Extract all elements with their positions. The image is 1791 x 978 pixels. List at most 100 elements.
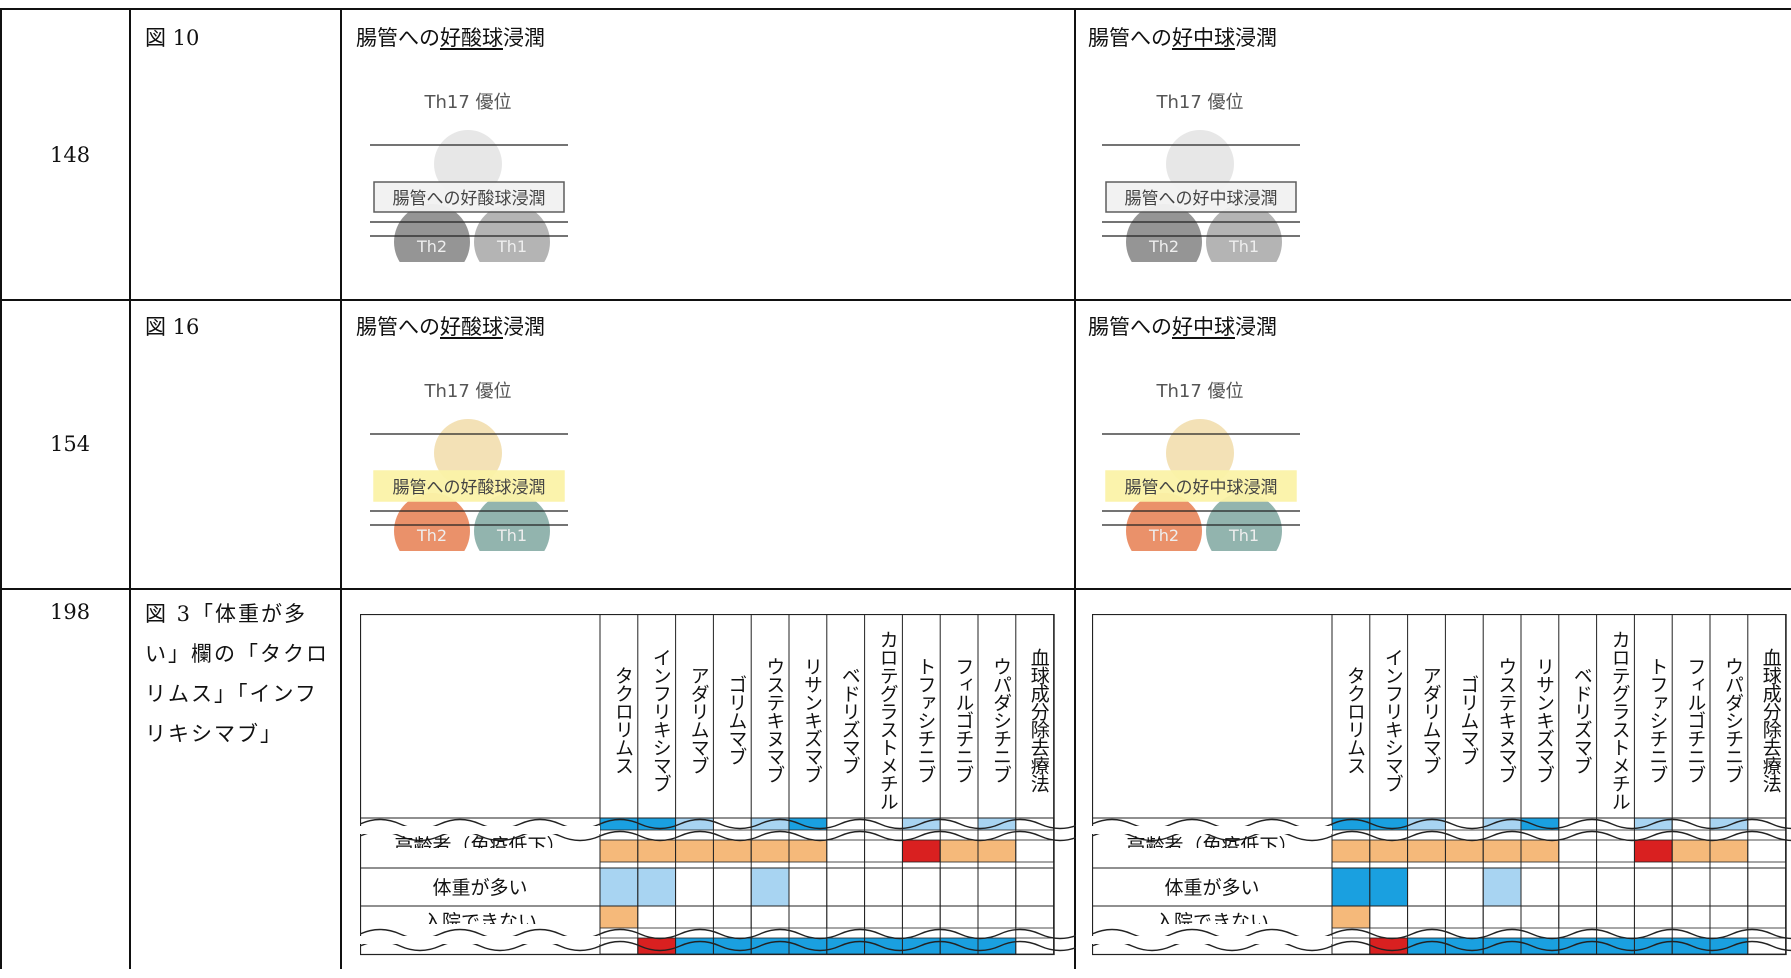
grid-line: [340, 8, 342, 969]
th17-circle: [1166, 130, 1234, 198]
label-box: [1105, 470, 1297, 502]
cell-elderly: [750, 839, 790, 863]
cell-hospital: [977, 905, 1017, 929]
row-label: 高齢者（免疫低下）: [1126, 836, 1298, 848]
cell-bottom_strip: [1482, 937, 1522, 955]
page-number: 154: [50, 432, 91, 456]
cell-elderly: [1634, 839, 1673, 863]
cell-hospital: [788, 905, 828, 929]
cell-hospital: [1634, 905, 1673, 929]
th2-circle: [394, 204, 470, 262]
column-header: インフリキシマブ: [1381, 648, 1404, 792]
row-label: 高齢者（免疫低下）: [394, 836, 566, 848]
grid-line: [0, 299, 1791, 301]
th2-circle: [394, 493, 470, 551]
cell-weight: [1634, 867, 1673, 907]
cell-elderly: [1747, 839, 1786, 863]
cell-elderly: [1709, 839, 1749, 863]
cell-elderly: [864, 839, 903, 863]
cell-hospital: [1369, 905, 1408, 929]
cell-bottom_strip: [1747, 937, 1786, 955]
cell-hospital: [1407, 905, 1446, 929]
row-label: 入院できない: [1154, 912, 1269, 924]
cut-line: [360, 928, 1076, 940]
cell-hospital: [826, 905, 865, 929]
grid-line: [0, 588, 1791, 590]
box-label: 腸管への好中球浸潤: [1125, 478, 1278, 498]
cell-hospital: [675, 905, 714, 929]
box-label: 腸管への好酸球浸潤: [393, 478, 546, 498]
label-box: [1105, 181, 1297, 213]
cut-line: [1092, 818, 1791, 830]
cell-elderly: [675, 839, 714, 863]
cell-weight: [599, 867, 639, 907]
box-label: 腸管への好中球浸潤: [1125, 189, 1278, 209]
th1-circle: [474, 493, 550, 551]
column-header: リサンキズマブ: [1533, 657, 1555, 783]
cell-elderly: [1369, 839, 1408, 863]
figure-ref: 図 16: [145, 315, 200, 339]
cut-gap: [360, 936, 600, 944]
cell-weight: [1407, 867, 1446, 907]
cell-elderly: [977, 839, 1017, 863]
cut-line: [1092, 940, 1791, 952]
th2-circle: [1126, 204, 1202, 262]
cell-weight: [977, 867, 1017, 907]
th2-label: Th2: [416, 237, 447, 256]
cell-weight: [788, 867, 828, 907]
cut-line: [360, 830, 1076, 842]
cell-bottom_strip: [750, 937, 790, 955]
page-number: 198: [50, 600, 91, 624]
column-header: ウステキヌマブ: [1495, 657, 1518, 783]
cell-weight: [675, 867, 714, 907]
th1-circle: [1206, 493, 1282, 551]
cell-bottom_strip: [637, 937, 676, 955]
cell-bottom_strip: [1369, 937, 1408, 955]
cell-weight: [1482, 867, 1522, 907]
table-lines: [360, 614, 1076, 956]
cell-hospital: [599, 905, 639, 929]
column-header: アダリムマブ: [1419, 666, 1442, 774]
cell-weight: [939, 867, 979, 907]
th1-label: Th1: [496, 237, 527, 256]
cell-weight: [1369, 867, 1408, 907]
cell-elderly: [1558, 839, 1597, 863]
cell-bottom_strip: [826, 937, 865, 955]
cell-bottom_strip: [1596, 937, 1635, 955]
cell-weight: [1015, 867, 1054, 907]
cell-hospital: [902, 905, 941, 929]
cell-weight: [712, 867, 752, 907]
cell-weight: [1596, 867, 1635, 907]
original-caption: 腸管への好酸球浸潤: [356, 315, 545, 339]
th17-label: Th17 優位: [1155, 381, 1243, 402]
column-header: ウステキヌマブ: [763, 657, 786, 783]
cell-weight: [1520, 867, 1560, 907]
row-label: 体重が多い: [1164, 877, 1260, 899]
cell-elderly: [712, 839, 752, 863]
cell-hospital: [1444, 905, 1484, 929]
cut-line: [1092, 830, 1791, 842]
cell-weight: [826, 867, 865, 907]
cell-elderly: [826, 839, 865, 863]
cell-weight: [750, 867, 790, 907]
column-header: タクロリムス: [612, 666, 634, 774]
box-label: 腸管への好酸球浸潤: [393, 189, 546, 209]
th17-circle: [434, 130, 502, 198]
cell-elderly: [788, 839, 828, 863]
cell-elderly: [902, 839, 941, 863]
cell-elderly: [1596, 839, 1635, 863]
cell-weight: [864, 867, 903, 907]
th17-circle: [434, 419, 502, 487]
column-header: フィルゴチニブ: [952, 657, 975, 783]
cell-hospital: [1671, 905, 1711, 929]
cell-weight: [1331, 867, 1371, 907]
page-number: 148: [50, 143, 91, 167]
label-box: [373, 181, 565, 213]
th1-circle: [1206, 204, 1282, 262]
column-header: インフリキシマブ: [649, 648, 672, 792]
column-header: タクロリムス: [1344, 666, 1366, 774]
cell-elderly: [599, 839, 639, 863]
th17-label: Th17 優位: [1155, 92, 1243, 113]
